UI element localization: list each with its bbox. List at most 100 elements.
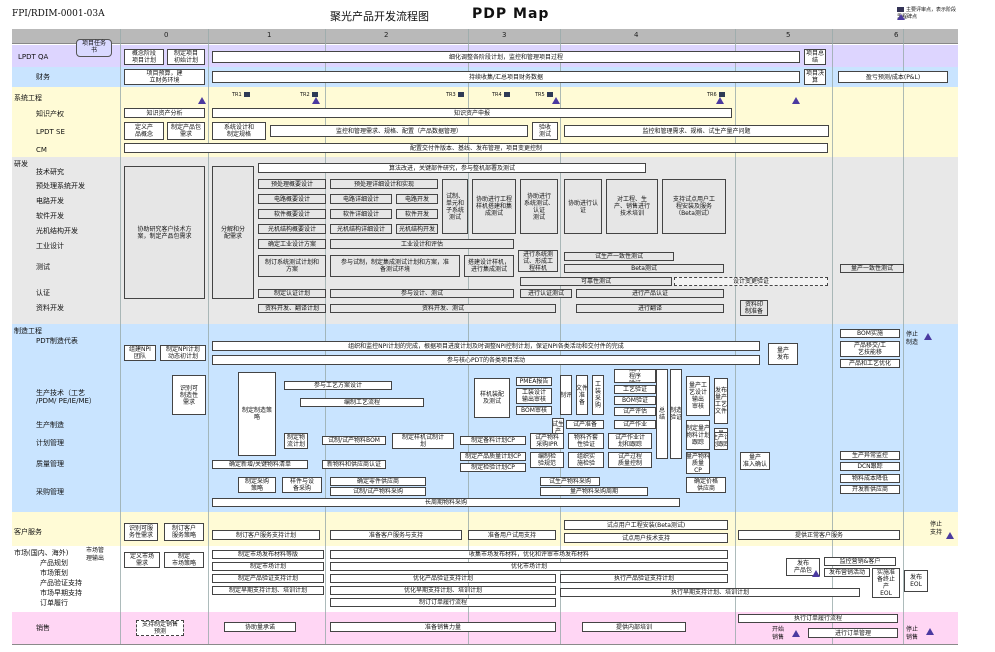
rd-tp: 试制、 单元和 子系统 测试: [442, 179, 468, 234]
mkt-15: 发布 产品包: [786, 558, 820, 576]
mfg-ind: 产品和工艺优化: [840, 359, 900, 368]
lpdt-box-1: 概念阶段 项目计划: [124, 49, 164, 65]
rd-test1: 制订系统测试计划和 方案: [258, 255, 326, 277]
mfg-trpilot: 试产评估: [614, 407, 656, 416]
mkt-14: 执行订单履行流程: [738, 614, 898, 623]
lane-label-rd-6: 工业设计: [36, 242, 64, 250]
cs-7: 试点用户技术支持: [564, 533, 728, 543]
rd-doc1: 资料开发、翻译计划: [258, 304, 326, 313]
rd-test7: Beta测试: [564, 264, 724, 273]
buy-10: 物料成本降低: [840, 474, 900, 483]
plan-6: 物料齐套 性验证: [568, 433, 604, 449]
lane-label-mkt-4: 市场早期支持: [40, 589, 82, 597]
phase-label: 2: [384, 31, 389, 39]
milestone-label: TR2: [300, 92, 310, 98]
rd-spec: 分解和分 配需求: [212, 166, 254, 299]
review-point-icon: [311, 92, 318, 97]
milestone-icon: [812, 570, 820, 577]
phase-divider: [560, 29, 561, 644]
phase-label: 4: [634, 31, 639, 39]
q-3: 制定产品质量计划CP: [460, 452, 526, 461]
lane-label-mkt: 市场(国内、海外): [14, 549, 69, 557]
mfg-trial: 试制评估: [560, 375, 572, 415]
mfg-end: 停止 制造: [906, 331, 919, 346]
milestone-tr4: TR4: [492, 92, 510, 98]
lpdt-box-2: 制定项目 初始计划: [167, 49, 205, 65]
rd-test3: 搭建设计样机， 进行集成测试: [464, 255, 514, 277]
rd-eng: 对工程、生 产、销售进行 技术培训: [606, 179, 658, 234]
mkt-19: 发布 EOL: [904, 570, 928, 592]
mkt-12: 执行早期支持计划、培训计划: [560, 588, 860, 597]
mkt-1: 定义市场 需求: [124, 552, 160, 568]
page-title: 聚光产品开发流程图: [330, 10, 429, 23]
phase-divider: [735, 29, 736, 644]
task-book-callout: 项目任务 书: [76, 39, 112, 57]
lane-label-rd-4: 软件开发: [36, 212, 64, 220]
q-8: 量产物料 质量 CP: [686, 452, 710, 474]
ip-box-1: 知识资产分析: [124, 108, 205, 118]
mkt-18: 实施准 备终止 产 EOL: [872, 568, 900, 598]
legend-review: 主要评审点，表示阶段: [906, 7, 957, 13]
mfg-pdt4: 参与核心PDT的各类项目活动: [212, 355, 760, 365]
milestone-tr1: TR1: [232, 92, 250, 98]
milestone-icon: [926, 628, 934, 635]
lane-label-mfg-1: 生产技术（工艺 /PDM/ PE/IE/ME）: [36, 389, 96, 405]
buy-9: 确定价格 供应商: [686, 477, 726, 493]
page-subtitle: PDP Map: [472, 6, 550, 22]
rd-id2: 工业设计和评估: [330, 239, 514, 249]
rd-sw1: 软件概要设计: [258, 209, 326, 219]
phase-label: 3: [502, 31, 507, 39]
milestone-label: TR3: [446, 92, 456, 98]
milestone-label: TR1: [232, 92, 242, 98]
review-point-icon: [718, 92, 725, 97]
rd-opt2: 光机结构详细设计: [330, 224, 392, 234]
plan-3: 制定样机试制计 划: [392, 433, 454, 449]
legend-milestone: 里程碑点: [897, 14, 918, 20]
rd-cfg: 协助进行认 证: [564, 179, 602, 234]
buy-1: 制定采购 策略: [238, 477, 276, 493]
mkt-5: 制定市场计划: [212, 562, 324, 571]
milestone-tr3: TR3: [446, 92, 464, 98]
mfg-pe: 产品移交/工 艺技能移: [840, 341, 900, 357]
phase-divider: [903, 29, 904, 644]
lane-label-sales: 销售: [36, 624, 50, 632]
phase-label: 6: [894, 31, 899, 39]
cm-main: 配置交付件版本、基线、发布管理，项目变更控制: [124, 143, 828, 153]
milestone-icon: [716, 97, 724, 104]
milestone-icon: [792, 97, 800, 104]
mkt-10: 制定早期支持计划、培训计划: [212, 586, 324, 595]
lane-label-lpdtse: LPDT SE: [36, 128, 65, 136]
mkt-11: 优化早期支持计划、培训计划: [330, 586, 556, 595]
milestone-icon: [312, 97, 320, 104]
mfg-pdt5: 量产 发布: [768, 343, 798, 365]
buy-8: 量产物料采购周期: [540, 487, 648, 496]
rd-test4: 进行系统测 试、形成工 程样机: [518, 250, 558, 272]
plan-1: 制定物 流计划: [284, 433, 308, 449]
review-point-icon: [897, 7, 904, 12]
mfg-smt: 贴片 程序 验证: [614, 369, 656, 383]
lane-label-rd-9: 资料开发: [36, 304, 64, 312]
mkt-7: 制定产品验证支持计划: [212, 574, 324, 583]
milestone-icon: [198, 97, 206, 104]
rd-study: 协助研究客户技术方 案，制定产品包需求: [124, 166, 205, 299]
mfg-bom: BOM实施: [840, 329, 900, 338]
milestone-icon: [552, 97, 560, 104]
rd-cert4: 进行产品认证: [576, 289, 724, 298]
mkt-8: 优化产品验证支持计划: [330, 574, 556, 583]
review-point-icon: [457, 92, 464, 97]
cs-1: 识别可服 务性需求: [124, 523, 158, 541]
rd-ckt3: 电路开发: [396, 194, 438, 204]
mfg-sum: 总 结: [656, 369, 668, 459]
rd-test8: 设计变更验证: [674, 277, 828, 286]
lane-label-mfg-5: 采购管理: [36, 488, 64, 496]
mfg-bomv: BOM验证: [614, 396, 656, 405]
lane-label-rd-2: 预处理系统开发: [36, 182, 85, 190]
lane-label-cm: CM: [36, 146, 47, 154]
milestone-label: TR5: [535, 92, 545, 98]
mkt-4: 收集市场发布材料，优化和评审市场发布材料: [330, 550, 728, 559]
lpdt-end: 项目总 结: [804, 49, 826, 65]
fin-box-1: 项目预算，建 立财务环境: [124, 69, 205, 85]
milestone-icon: [946, 532, 954, 539]
sales-5: 开始 销售: [772, 626, 785, 641]
rd-test9: 量产一致性测试: [840, 264, 904, 273]
